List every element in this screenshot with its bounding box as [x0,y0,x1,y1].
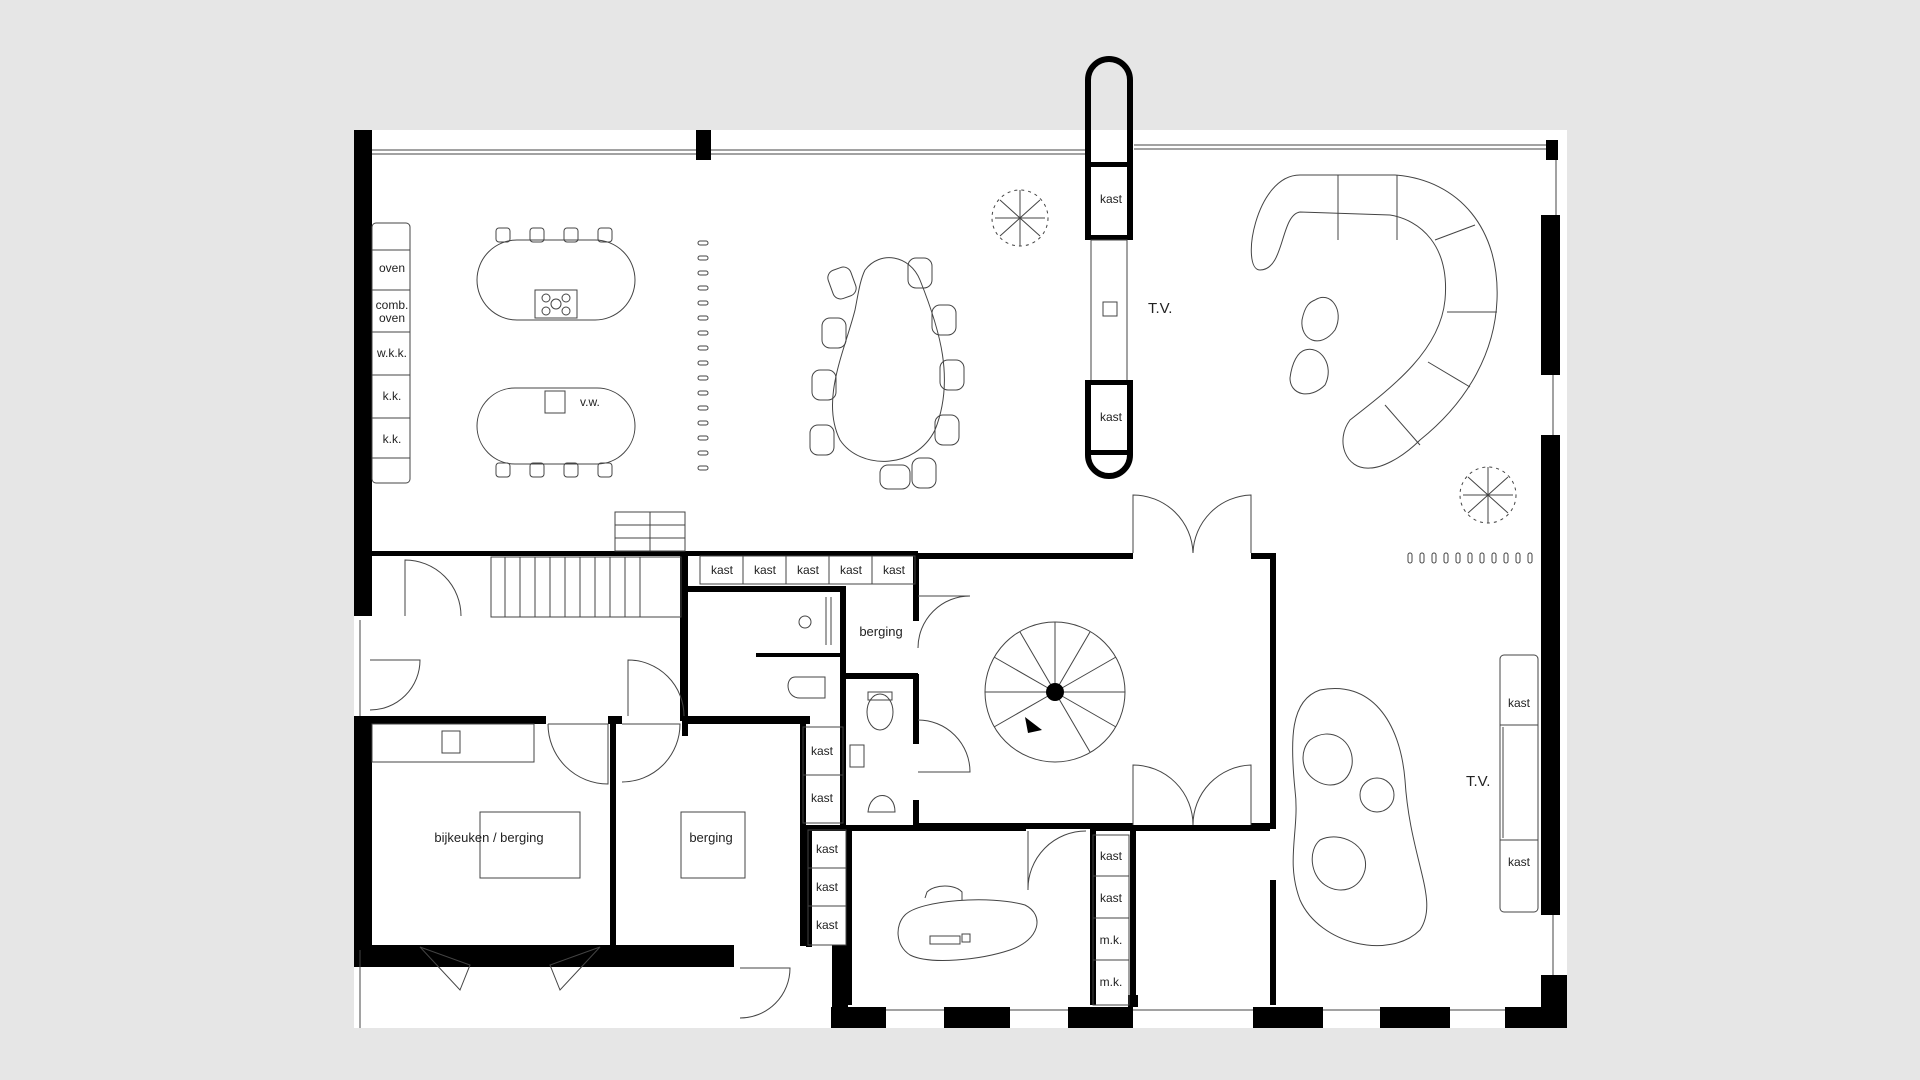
label-kast-tv1: kast [1508,696,1531,710]
label-kast-o2: kast [816,880,839,894]
label-kast-row-4: kast [840,563,863,577]
dining-table [809,257,965,490]
slatted-screen [697,240,709,471]
label-kast-mid: kast [1100,410,1123,424]
walls [354,130,1567,1028]
sofa-curved [1250,174,1498,469]
label-comb: comb. [376,298,409,312]
label-comb-oven: oven [379,311,405,325]
label-kast-row-5: kast [883,563,906,577]
label-bijkeuken: bijkeuken / berging [434,830,543,845]
computer-icon [929,933,971,945]
kitchen-island-sink: v.w. [476,387,636,478]
label-kast-l1: kast [811,744,834,758]
label-kast-top: kast [1100,192,1123,206]
toilet-icon [866,691,894,731]
window-bench [1407,552,1533,564]
label-kast-row-1: kast [711,563,734,577]
washroom: berging [787,597,903,813]
doors [369,494,1252,1019]
label-kk-2: k.k. [383,432,402,446]
stove-icon [534,289,578,319]
utility-room: bijkeuken / berging berging [371,723,746,879]
kitchen-island-cooking [476,227,636,321]
label-mk-1: m.k. [1100,933,1123,947]
toilet-icon [787,676,826,699]
spiral-stair-icon [984,621,1126,763]
label-tv-1: T.V. [1148,300,1172,317]
label-berging-1: berging [859,624,902,639]
floor-area [354,130,1567,1028]
tv-cabinet-column: kast kast T.V. [1085,56,1172,479]
kast-column-right: kast kast m.k. m.k. [1092,834,1130,1006]
label-kast-o3: kast [816,918,839,932]
label-kk-1: k.k. [383,389,402,403]
windows [359,144,1557,1028]
label-berging-2: berging [689,830,732,845]
label-kast-tv2: kast [1508,855,1531,869]
label-vw: v.w. [580,395,600,409]
kast-row: kast kast kast kast kast [699,555,916,585]
plant-icon [1459,466,1517,524]
kast-column-left: kast kast [802,726,844,824]
lounge-area: kast kast T.V. [1292,654,1539,946]
label-tv-2: T.V. [1466,773,1490,790]
label-kast-o1: kast [816,842,839,856]
label-kast-r2: kast [1100,891,1123,905]
kitchen-appliance-wall: oven comb. oven w.k.k. k.k. k.k. [371,222,411,484]
office: kast kast kast [807,829,1038,961]
label-wkk: w.k.k. [376,346,407,360]
label-kast-l2: kast [811,791,834,805]
label-mk-2: m.k. [1100,975,1123,989]
label-kast-row-2: kast [754,563,777,577]
label-kast-row-3: kast [797,563,820,577]
label-oven: oven [379,261,405,275]
sink-icon [544,390,566,414]
plant-icon [991,189,1049,247]
label-kast-r1: kast [1100,849,1123,863]
stairs-straight [490,511,686,618]
